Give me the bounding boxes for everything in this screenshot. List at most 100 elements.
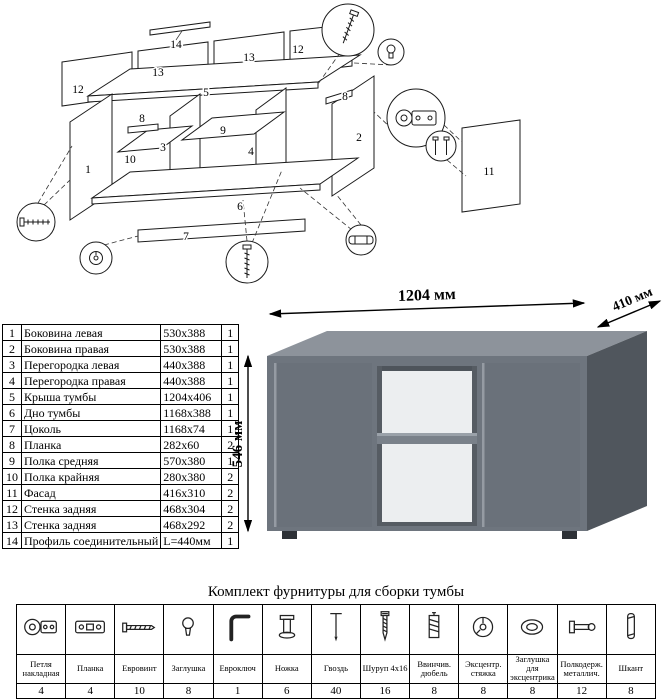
part-label: 5 xyxy=(203,87,209,99)
parts-num-cell: 6 xyxy=(2,404,22,421)
parts-size-cell: 280x380 xyxy=(160,468,223,485)
cam-lock-icon xyxy=(89,251,103,265)
small-screws-icon xyxy=(432,136,450,155)
parts-size-cell: 416x310 xyxy=(160,484,223,501)
hardware-item-name: Заглушка для эксцентрика xyxy=(507,654,558,684)
parts-size-cell: 530x388 xyxy=(160,340,223,357)
hardware-item-qty: 12 xyxy=(556,682,607,699)
plank-part xyxy=(127,123,159,134)
middle-shelf-part xyxy=(180,111,286,141)
cam-cap-icon xyxy=(521,619,544,635)
parts-num-cell: 14 xyxy=(2,532,22,549)
parts-size-cell: 282x60 xyxy=(160,436,223,453)
part-label: 10 xyxy=(124,154,136,166)
hardware-item-qty: 6 xyxy=(261,682,312,699)
parts-name-cell: Боковина левая xyxy=(20,324,162,341)
hardware-item-qty: 8 xyxy=(163,682,214,699)
parts-name-cell: Крыша тумбы xyxy=(20,388,162,405)
hardware-icon-cell xyxy=(605,604,657,655)
parts-qty-cell: 1 xyxy=(221,324,240,341)
side-shelf-part xyxy=(116,125,194,153)
part-label: 12 xyxy=(72,84,84,96)
parts-size-cell: 440x388 xyxy=(160,356,223,373)
plate-icon xyxy=(75,620,106,634)
parts-size-cell: 1204x406 xyxy=(160,388,223,405)
left-door-edge-highlight xyxy=(274,363,277,527)
depth-dimension-arrow xyxy=(596,300,662,328)
compartment-top-shadow xyxy=(377,366,477,371)
hardware-icon-cell xyxy=(114,604,165,655)
confirmat-screw-icon xyxy=(342,9,360,44)
hardware-names-row: Петля накладная Планка Евровинт Заглушка… xyxy=(15,654,657,684)
hardware-item-name: Шкант xyxy=(605,654,657,684)
parts-num-cell: 12 xyxy=(2,500,22,517)
hardware-item-name: Планка xyxy=(65,654,116,684)
hardware-icon-cell xyxy=(458,604,509,655)
parts-size-cell: L=440мм xyxy=(160,532,223,549)
parts-size-cell: 468x292 xyxy=(160,516,223,533)
parts-qty-cell: 1 xyxy=(221,532,240,549)
part-label: 8 xyxy=(342,91,348,103)
hardware-item-name: Заглушка xyxy=(163,654,214,684)
small-screws-callout-circle xyxy=(425,130,457,162)
hardware-kit-title: Комплект фурнитуры для сборки тумбы xyxy=(207,584,465,600)
hardware-item-qty: 40 xyxy=(310,682,361,699)
hardware-item-name: Гвоздь xyxy=(310,654,361,684)
hardware-icon-cell xyxy=(359,604,411,655)
hardware-icon-cell xyxy=(65,604,116,655)
height-dimension-label: 546 мм xyxy=(232,421,246,468)
width-dimension-arrow xyxy=(268,299,586,318)
parts-name-cell: Полка крайняя xyxy=(20,468,162,485)
hardware-item-qty: 8 xyxy=(605,682,657,699)
hinge-icon xyxy=(24,618,57,636)
cabinet-render: 1204 мм 410 мм 546 мм xyxy=(232,286,662,539)
parts-num-cell: 4 xyxy=(2,372,22,389)
part-label: 12 xyxy=(292,44,304,56)
shelf-top xyxy=(377,433,477,436)
hardware-qty-row: 4 4 10 8 1 6 40 16 8 8 8 12 8 xyxy=(15,682,657,699)
top-panel-edge xyxy=(87,81,319,103)
hardware-item-qty: 16 xyxy=(359,682,411,699)
hardware-item-qty: 4 xyxy=(15,682,67,699)
part-label: 13 xyxy=(243,52,255,64)
part-label: 11 xyxy=(483,166,494,178)
hardware-icon-cell xyxy=(409,604,460,655)
parts-size-cell: 1168x74 xyxy=(160,420,223,437)
shelf-front xyxy=(377,436,477,444)
leg-icon xyxy=(278,614,296,639)
hardware-item-qty: 4 xyxy=(65,682,116,699)
hardware-icon-cell xyxy=(15,604,67,655)
euroscrew-icon xyxy=(122,622,156,633)
part-number-labels: 14 13 12 5 13 12 8 9 3 10 1 8 2 4 6 7 11 xyxy=(71,30,496,245)
dowel-icon xyxy=(348,235,374,245)
hardware-item-qty: 8 xyxy=(458,682,509,699)
compartment-left-wall xyxy=(377,366,382,526)
bottom-panel-edge xyxy=(91,183,321,205)
depth-dimension-label: 410 мм xyxy=(610,286,655,314)
hardware-item-qty: 10 xyxy=(114,682,165,699)
parts-qty-cell: 1 xyxy=(221,404,240,421)
part-label: 4 xyxy=(248,146,254,158)
part-label: 2 xyxy=(356,132,362,144)
hardware-item-name: Петля накладная xyxy=(15,654,67,684)
hexkey-icon xyxy=(229,614,251,642)
parts-num-cell: 1 xyxy=(2,324,22,341)
connecting-profile-part xyxy=(149,21,211,36)
parts-name-cell: Профиль соединительный xyxy=(20,532,162,549)
part-label: 14 xyxy=(170,39,182,51)
parts-num-cell: 5 xyxy=(2,388,22,405)
parts-num-cell: 9 xyxy=(2,452,22,469)
parts-name-cell: Боковина правая xyxy=(20,340,162,357)
exploded-assembly-diagram: 14 13 12 5 13 12 8 9 3 10 1 8 2 4 6 7 11 xyxy=(16,3,521,284)
part-label: 9 xyxy=(220,125,226,137)
cabinet-parts xyxy=(61,21,521,243)
parts-num-cell: 8 xyxy=(2,436,22,453)
hardware-item-qty: 1 xyxy=(212,682,263,699)
